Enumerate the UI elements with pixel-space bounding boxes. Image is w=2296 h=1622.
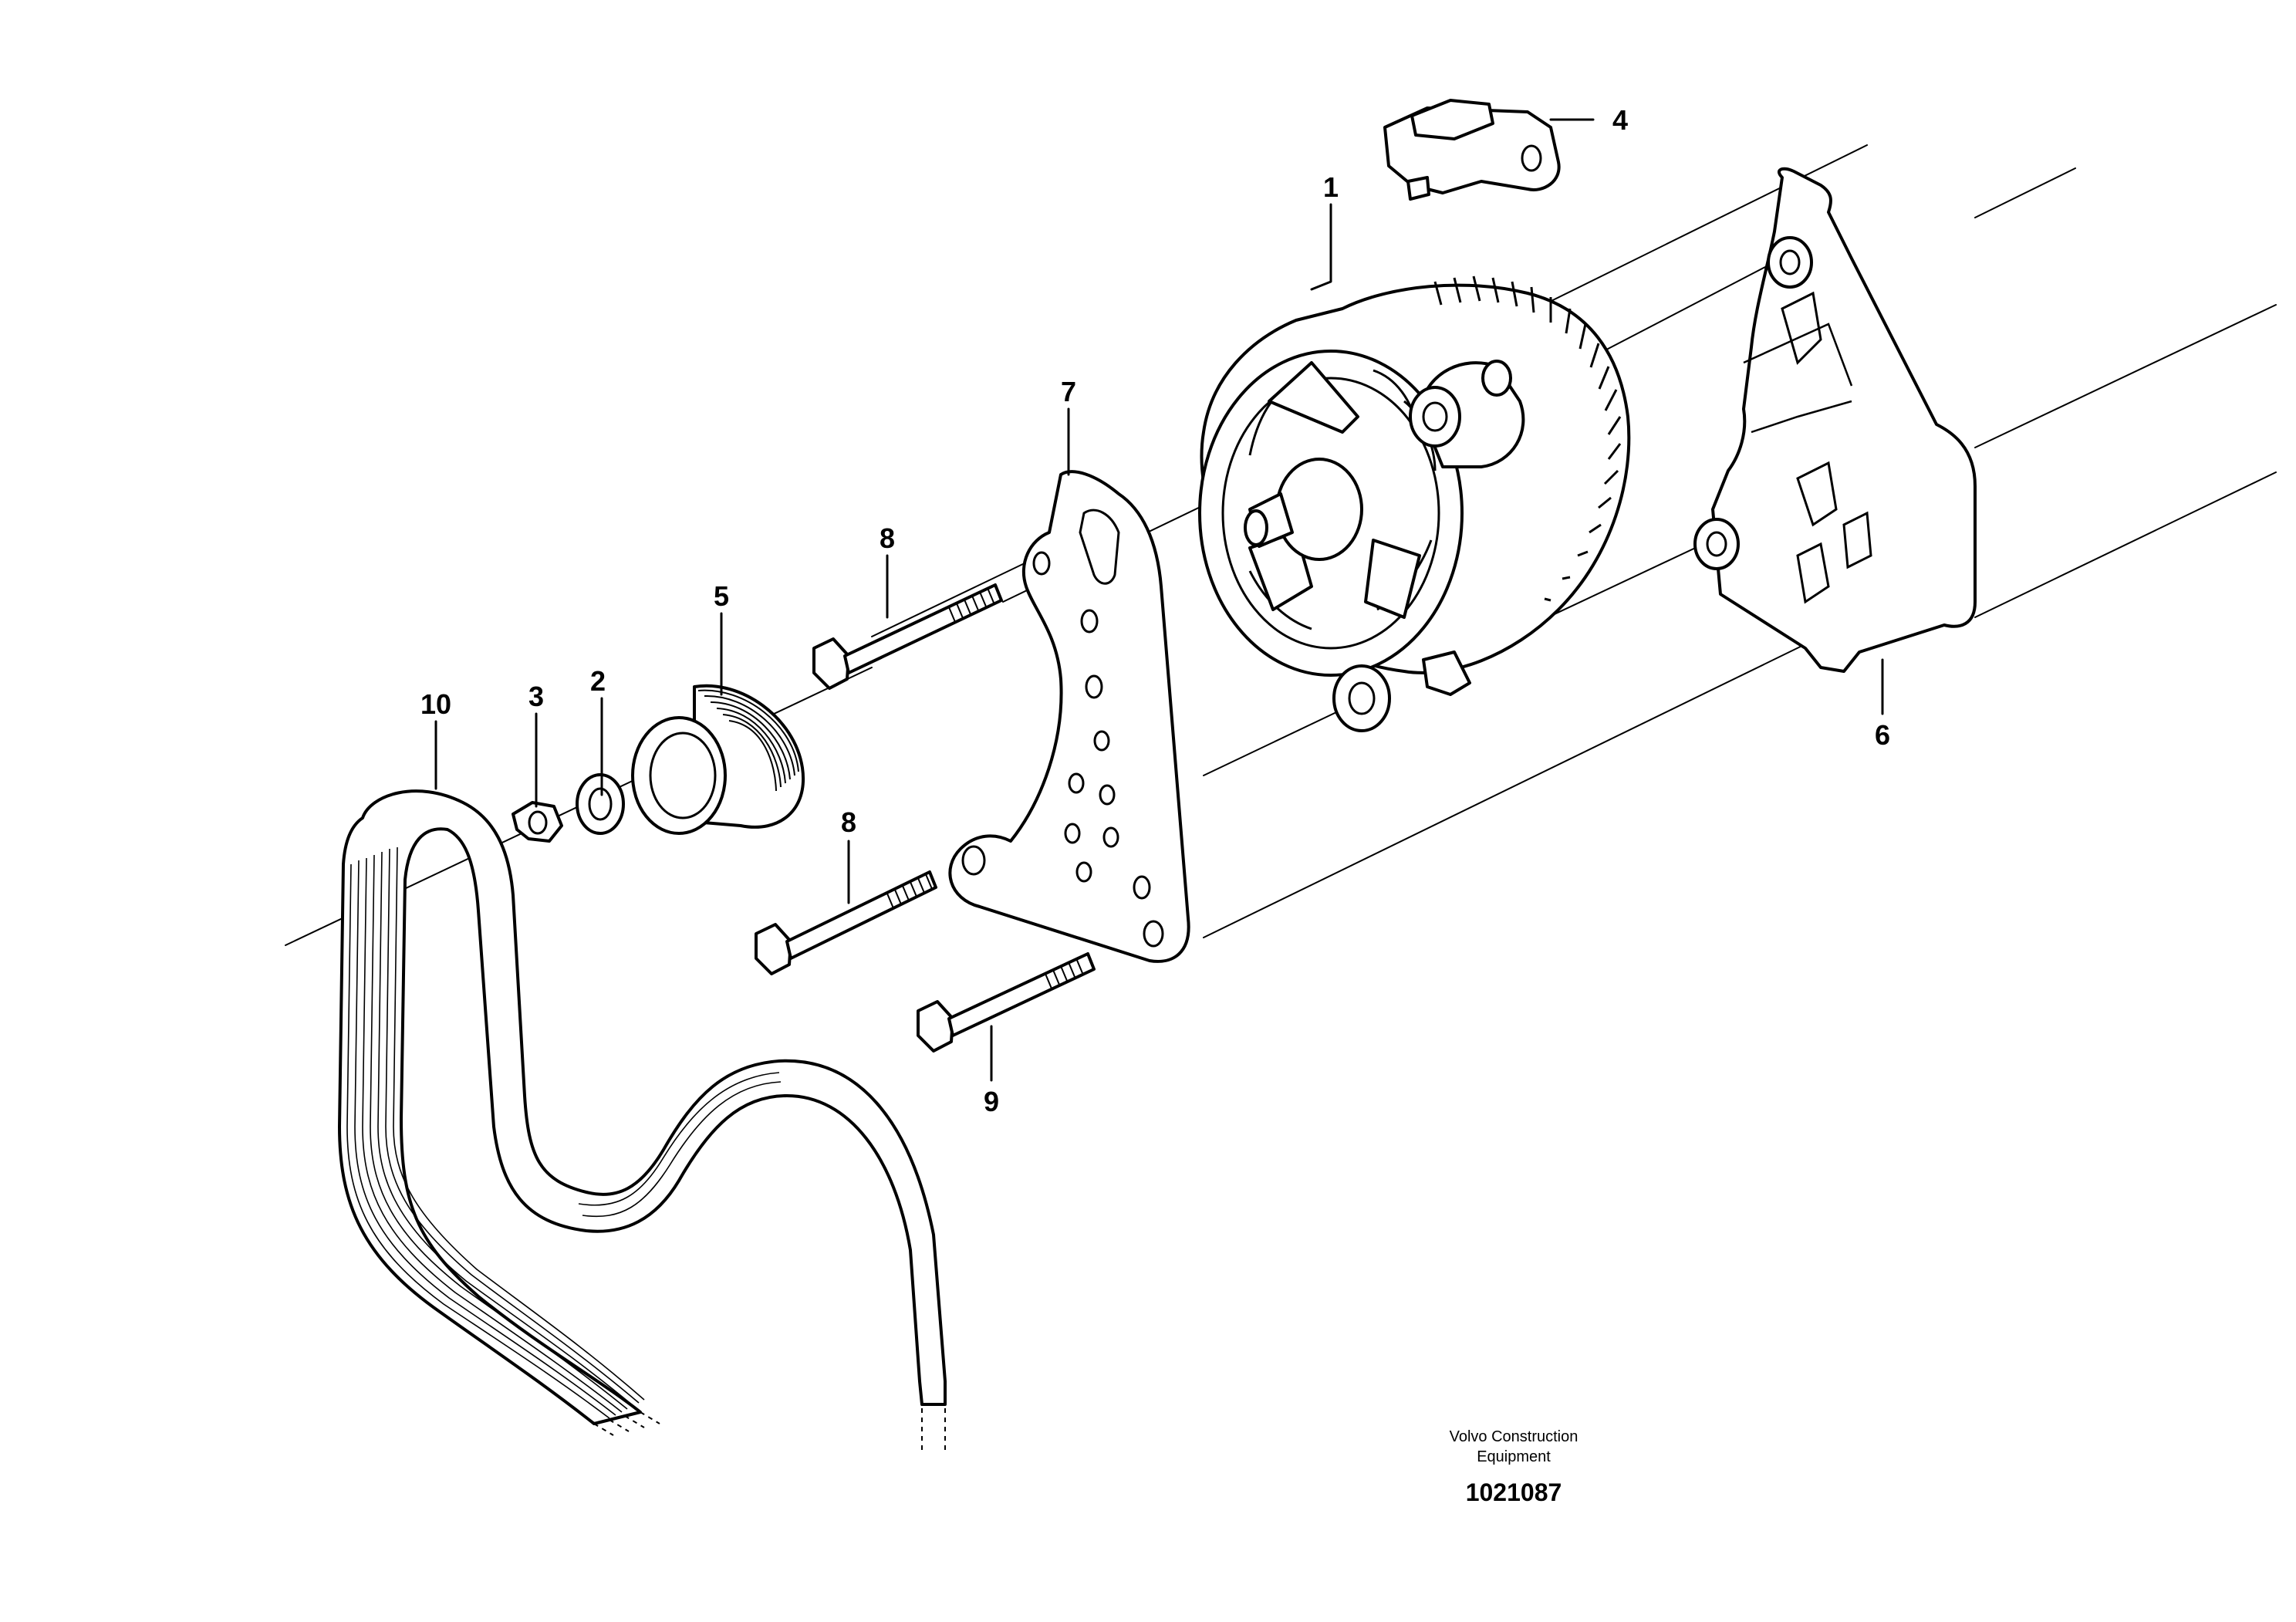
alternator-shaft-tip (1244, 509, 1268, 546)
callout-8-upper: 8 (880, 522, 895, 554)
upper-rear-axis (1511, 144, 1868, 321)
support-bracket-pocket (1796, 461, 1838, 527)
regulator-terminal (1406, 176, 1430, 201)
pulley-bore (649, 732, 717, 819)
callout-numbers: 1 2 3 4 5 6 7 8 8 9 10 (420, 104, 1890, 1117)
alternator-lower-lug (1422, 650, 1471, 696)
callout-3: 3 (528, 681, 544, 712)
callout-7: 7 (1061, 376, 1076, 407)
bracket-hole (961, 845, 986, 876)
bracket-middle-rail (1974, 304, 2277, 448)
bracket-hole (1102, 826, 1119, 848)
bolt-lower-thread (1045, 958, 1083, 989)
poly-v-belt (338, 789, 947, 1451)
bolt-upper-thread (948, 587, 994, 623)
alternator (1198, 275, 1631, 732)
callout-4: 4 (1612, 104, 1628, 136)
support-bracket-pocket (1781, 291, 1822, 365)
bracket-hole (1032, 551, 1051, 576)
bolt-middle (755, 870, 937, 975)
callout-leaders (434, 118, 1884, 1082)
callout-1: 1 (1323, 171, 1339, 203)
credit-line-2: Equipment (1477, 1448, 1551, 1465)
callout-10: 10 (420, 688, 451, 720)
belt-continuation-dashes (593, 1408, 946, 1451)
bracket-hole (1093, 730, 1110, 752)
washer (576, 773, 625, 835)
washer-bore (588, 787, 613, 821)
bracket-hole (1080, 609, 1099, 634)
support-bracket-boss-hole (1706, 531, 1727, 557)
bracket-bottom-rail (1974, 471, 2277, 618)
bracket-hole (1143, 920, 1164, 948)
callout-5: 5 (714, 580, 729, 612)
bolt-middle-shank (785, 870, 937, 960)
bolt-upper-shank (843, 583, 1003, 674)
alternator-front-rim (1221, 377, 1440, 650)
nut-bore (528, 810, 548, 835)
bracket-hole (1133, 875, 1151, 900)
alternator-rear-boss (1481, 360, 1512, 397)
support-bracket-pocket (1796, 542, 1830, 604)
bolt-middle-head (755, 923, 792, 975)
callout-9: 9 (984, 1086, 999, 1117)
pulley (631, 684, 805, 835)
drawing-credit: Volvo Construction Equipment 1021087 (1450, 1428, 1578, 1506)
support-bracket-pocket (1842, 511, 1872, 569)
bracket-hole (1075, 861, 1092, 883)
alternator-spoke (1364, 539, 1421, 619)
mounting-bracket (948, 470, 1190, 963)
bracket-hole (1064, 823, 1081, 844)
callout-2: 2 (590, 665, 606, 697)
support-bracket-body (1711, 167, 1977, 673)
support-bracket-ribs (1743, 323, 1853, 434)
belt-outline (338, 789, 947, 1425)
bolt-upper-head (812, 637, 850, 690)
nut (512, 801, 563, 843)
alternator-lower-boss-hole (1348, 681, 1376, 715)
bracket-slot (1079, 509, 1120, 585)
alternator-top-boss-hole (1422, 401, 1448, 432)
pulley-grooves (697, 689, 799, 792)
alternator-cooling-fins (1433, 275, 1622, 602)
bolt-lower (917, 952, 1096, 1053)
credit-line-1: Volvo Construction (1450, 1428, 1578, 1445)
bracket-hole (1085, 674, 1103, 699)
bolt-upper (812, 583, 1003, 690)
bracket-hole (1099, 784, 1116, 806)
regulator-mount-hole (1521, 144, 1542, 172)
reference-number: 1021087 (1466, 1478, 1562, 1506)
voltage-regulator (1383, 99, 1561, 201)
support-bracket-boss-hole (1779, 249, 1801, 275)
rear-support-bracket (1693, 167, 1977, 673)
bracket-plate (948, 470, 1190, 963)
alternator-hub (1275, 458, 1363, 561)
callout-8-lower: 8 (841, 806, 856, 838)
bottom-bolt-axis (1203, 640, 1814, 938)
regulator-top-block (1410, 99, 1494, 140)
leader-part-1 (1310, 203, 1332, 291)
bolt-lower-head (917, 1000, 954, 1053)
alternator-spoke (1268, 361, 1359, 434)
bracket-hole (1068, 772, 1085, 794)
bracket-top-rail (1974, 167, 2076, 218)
bolt-middle-thread (886, 874, 933, 909)
callout-6: 6 (1875, 719, 1890, 751)
belt-ribs (346, 846, 782, 1419)
bolt-lower-shank (947, 952, 1096, 1037)
